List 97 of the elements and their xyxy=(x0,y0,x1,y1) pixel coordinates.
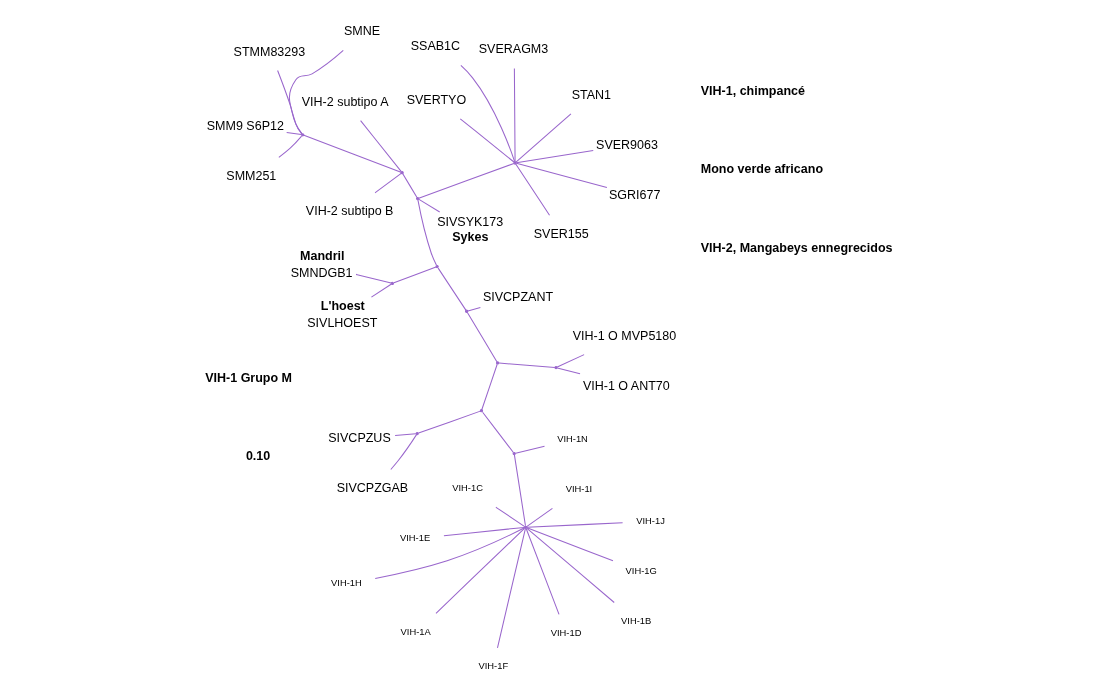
node-text: SMNE xyxy=(343,24,380,39)
node-point xyxy=(512,161,517,165)
connector xyxy=(525,507,553,528)
node-point xyxy=(399,171,404,175)
label: VIH-2, Mangabeys ennegrecidos xyxy=(700,240,893,255)
node-point xyxy=(415,431,419,436)
node-text: VIH-1F xyxy=(477,660,508,671)
connector xyxy=(514,445,545,454)
connector xyxy=(514,163,550,216)
connector xyxy=(370,283,392,298)
node-text: VIH-1I xyxy=(565,483,592,494)
connector xyxy=(417,410,481,434)
connector xyxy=(481,411,514,453)
node-text: VIH-2 subtipo B xyxy=(305,204,393,219)
node-text: VIH-1 O MVP5180 xyxy=(572,328,676,343)
connector xyxy=(416,199,437,266)
connector xyxy=(498,362,555,369)
node-text: VIH-1C xyxy=(451,482,483,493)
connector xyxy=(417,162,514,199)
node-text: VIH-1G xyxy=(625,565,657,576)
node-text: VIH-1 O ANT70 xyxy=(582,378,670,393)
node-text: SVERAGM3 xyxy=(478,42,548,57)
connector xyxy=(288,49,344,135)
label: VIH-1, chimpancé xyxy=(700,84,805,99)
connector xyxy=(514,113,571,163)
label: Mono verde africano xyxy=(700,162,823,177)
connector xyxy=(459,118,515,163)
node-text: VIH-1N xyxy=(556,433,588,444)
connector xyxy=(359,120,402,173)
connector xyxy=(466,311,497,363)
node-text: VIH-1A xyxy=(400,626,431,637)
connector xyxy=(515,162,607,189)
connector xyxy=(389,434,417,470)
connector xyxy=(525,527,615,604)
label: 0.10 xyxy=(245,449,270,464)
connector xyxy=(513,454,526,527)
connector xyxy=(466,307,481,312)
connector xyxy=(525,527,560,615)
connector xyxy=(374,172,402,194)
connector xyxy=(392,266,436,284)
connector xyxy=(394,433,416,436)
node-text: SMM9 S6P12 xyxy=(206,119,284,134)
node-label: Mandril xyxy=(299,249,344,264)
node-text: SIVCPZUS xyxy=(327,431,391,446)
connector xyxy=(496,528,526,649)
node-text: VIH-1B xyxy=(620,615,651,626)
node-point xyxy=(464,309,468,313)
node-text: VIH-1D xyxy=(550,627,581,638)
connector xyxy=(355,273,392,284)
node-point xyxy=(390,281,394,286)
node-text: SVERTYO xyxy=(406,92,466,107)
node-text: VIH-1E xyxy=(399,532,430,543)
connector xyxy=(285,131,302,136)
node-point xyxy=(553,366,558,370)
label: VIH-1 Grupo M xyxy=(204,370,292,385)
node-text: SGRI677 xyxy=(608,187,660,202)
node-text: SSAB1C xyxy=(410,39,460,54)
connector xyxy=(302,134,401,173)
node-text: VIH-2 subtipo A xyxy=(301,94,389,109)
node-text: STMM83293 xyxy=(233,44,305,59)
node-text: SIVLHOEST xyxy=(306,316,377,331)
connector xyxy=(494,506,525,528)
connector xyxy=(374,527,525,579)
node-text: SMM251 xyxy=(225,169,276,184)
node-point xyxy=(300,133,304,137)
node-point xyxy=(512,451,516,456)
node-text: SMNDGB1 xyxy=(290,265,352,280)
connector xyxy=(526,522,623,528)
node-point xyxy=(479,409,483,413)
node-point xyxy=(434,264,439,269)
connector xyxy=(437,267,466,311)
connector xyxy=(276,70,302,135)
node-label: Sykes xyxy=(451,229,488,244)
node-text: SIVCPZGAB xyxy=(336,481,408,496)
node-text: SIVSYK173 xyxy=(436,215,503,230)
connector xyxy=(434,527,525,614)
node-text: STAN1 xyxy=(571,87,611,102)
connector xyxy=(442,526,525,537)
connector xyxy=(480,363,498,411)
node-text: VIH-1H xyxy=(330,577,362,588)
node-point xyxy=(523,525,527,529)
connector xyxy=(526,527,613,562)
node-text: SIVCPZANT xyxy=(482,289,553,304)
connector xyxy=(401,173,417,198)
node-text: VIH-1J xyxy=(635,515,665,526)
connector xyxy=(556,367,581,375)
connector xyxy=(515,150,594,164)
node-text: SVER155 xyxy=(533,226,589,241)
node-point xyxy=(495,361,499,365)
connector xyxy=(556,354,585,368)
node-point xyxy=(415,196,419,201)
node-text: SVER9063 xyxy=(595,137,658,152)
node-label: L'hoest xyxy=(320,299,365,314)
connector xyxy=(417,198,440,213)
connector xyxy=(513,68,516,163)
connector xyxy=(277,135,302,158)
connector xyxy=(459,64,515,163)
